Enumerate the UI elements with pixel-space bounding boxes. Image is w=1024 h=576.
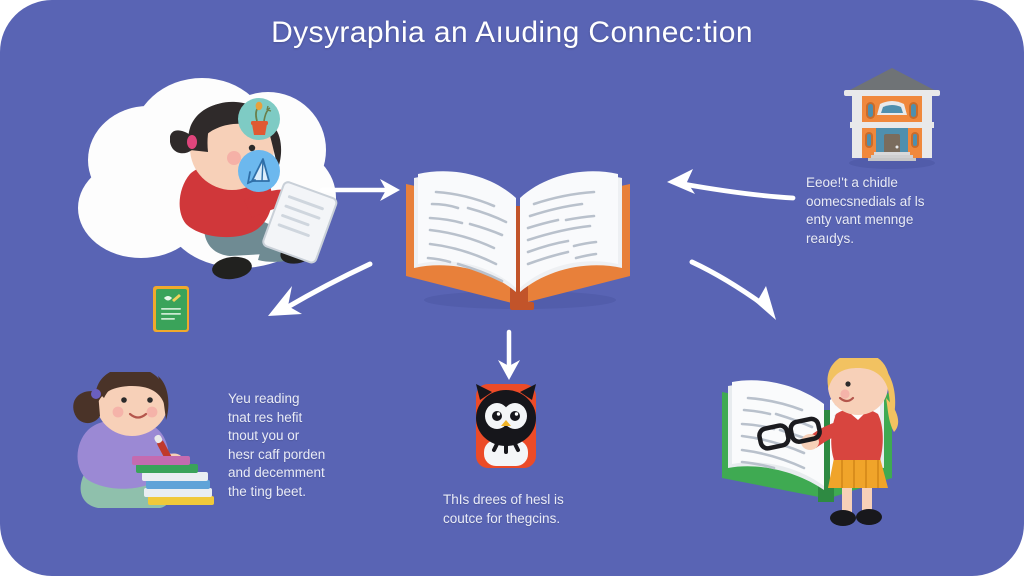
text-block-bottom-center: ThIs drees of hesl is coutce for thegcin…: [443, 492, 564, 526]
arrow-book-to-bottom-right: [689, 259, 776, 320]
owl-mascot-illustration: [476, 384, 536, 468]
school-building-illustration: [844, 68, 940, 169]
thought-cloud-group: [70, 72, 338, 332]
arrow-book-to-bottom-left: [268, 261, 373, 316]
page-title: Dysyraphia an Aıuding Connec:tion: [271, 16, 753, 49]
text-block-right: Eeoe!'t a chidle oomecsnedials af ls ent…: [806, 175, 925, 246]
green-notebook-icon: [153, 286, 189, 332]
arrow-cloud-to-book: [319, 179, 400, 201]
plant-pot-icon: [238, 98, 280, 140]
arrow-building-to-book: [667, 169, 796, 201]
arrow-book-to-owl: [498, 329, 520, 380]
paper-sail-icon: [238, 150, 280, 192]
text-block-bottom-left: Yeu reading tnat res hefit tnout you or …: [228, 391, 326, 499]
girl-reading-green-book-illustration: [722, 358, 899, 526]
child-with-books-illustration: [73, 372, 214, 508]
open-book-orange: [406, 171, 630, 310]
